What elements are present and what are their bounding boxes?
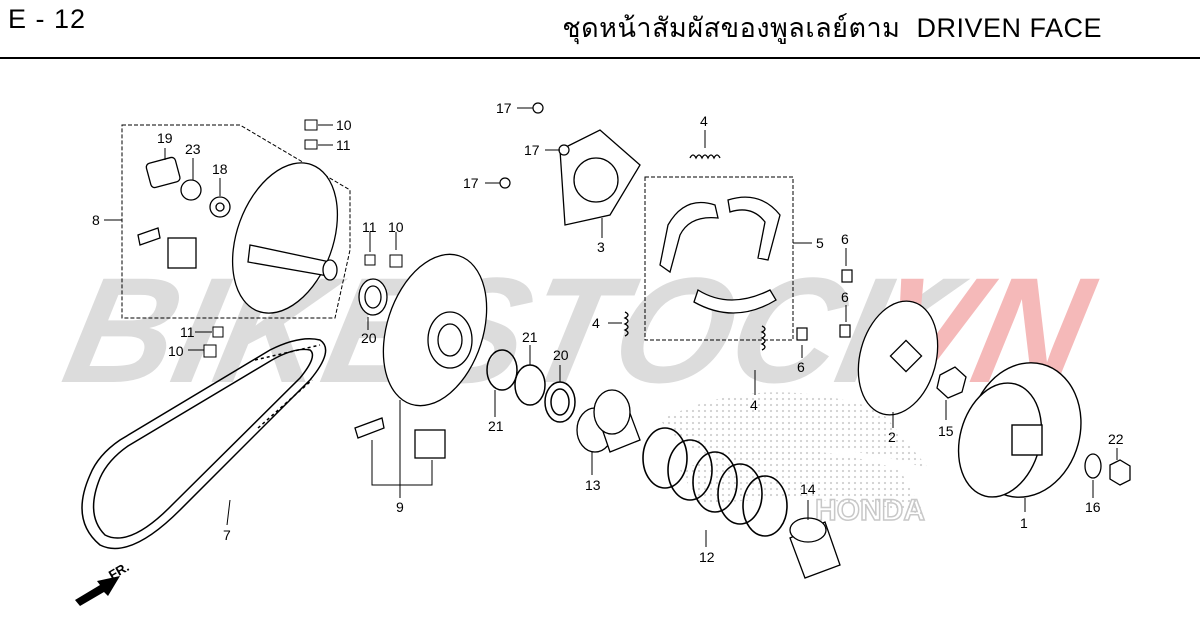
callout-10-mid: 10 bbox=[388, 219, 404, 235]
callout-10-top: 10 bbox=[336, 117, 352, 133]
clutch-outer bbox=[957, 362, 1082, 498]
callout-6-low: 6 bbox=[797, 359, 805, 375]
callout-20-right: 20 bbox=[553, 347, 569, 363]
callout-14: 14 bbox=[800, 481, 816, 497]
callout-12: 12 bbox=[699, 549, 715, 565]
callout-19: 19 bbox=[157, 130, 173, 146]
group-5-bracket bbox=[644, 176, 794, 341]
callout-22: 22 bbox=[1108, 431, 1124, 447]
spring bbox=[642, 427, 788, 537]
callout-6-mid: 6 bbox=[841, 289, 849, 305]
driven-face bbox=[354, 253, 488, 459]
honda-wordmark: HONDA bbox=[815, 494, 925, 527]
callout-17-mid: 17 bbox=[524, 142, 540, 158]
callout-6-top: 6 bbox=[841, 231, 849, 247]
callout-9: 9 bbox=[396, 499, 404, 515]
callout-8: 8 bbox=[92, 212, 100, 228]
clutch-shoes bbox=[659, 196, 781, 314]
callout-2: 2 bbox=[888, 429, 896, 445]
callout-20-left: 20 bbox=[361, 330, 377, 346]
callout-13: 13 bbox=[585, 477, 601, 493]
header-rule bbox=[0, 57, 1200, 59]
honda-wing-mark: HONDA bbox=[660, 392, 930, 528]
clutch-plate-3 bbox=[559, 129, 641, 226]
callout-1: 1 bbox=[1020, 515, 1028, 531]
callout-17-top: 17 bbox=[496, 100, 512, 116]
callout-11-low: 11 bbox=[180, 324, 195, 340]
front-direction-arrow: FR. bbox=[75, 559, 132, 606]
callout-numbers: 1 2 3 4 4 4 5 6 6 6 7 8 9 10 10 10 11 11… bbox=[92, 100, 1124, 565]
collar bbox=[576, 389, 641, 453]
drive-belt bbox=[81, 338, 327, 550]
title-thai: ชุดหน้าสัมผัสของพูลเลย์ตาม bbox=[562, 13, 901, 43]
callout-3: 3 bbox=[597, 239, 605, 255]
seal-collar bbox=[789, 517, 841, 579]
callout-10-low: 10 bbox=[168, 343, 184, 359]
callout-16: 16 bbox=[1085, 499, 1101, 515]
washer-16 bbox=[1084, 453, 1102, 479]
drive-face-assembly bbox=[137, 156, 339, 314]
title-english: DRIVEN FACE bbox=[916, 13, 1102, 43]
page-title: ชุดหน้าสัมผัสของพูลเลย์ตาม DRIVEN FACE bbox=[562, 6, 1102, 49]
callout-21-high: 21 bbox=[522, 329, 538, 345]
callout-4-left: 4 bbox=[592, 315, 600, 331]
callout-11-mid: 11 bbox=[362, 219, 377, 235]
callout-4-bottom: 4 bbox=[750, 397, 758, 413]
callout-11-top: 11 bbox=[336, 137, 351, 153]
drive-plate bbox=[857, 300, 939, 416]
callout-21-low: 21 bbox=[488, 418, 504, 434]
callout-17-low: 17 bbox=[463, 175, 479, 191]
callout-4-top: 4 bbox=[700, 113, 708, 129]
callout-23: 23 bbox=[185, 141, 201, 157]
nut-15 bbox=[936, 366, 967, 399]
bolt-10-top bbox=[203, 119, 403, 358]
dampers-6 bbox=[796, 269, 853, 341]
group-8-bracket bbox=[121, 124, 351, 319]
nut-22 bbox=[1109, 459, 1131, 486]
callout-18: 18 bbox=[212, 161, 228, 177]
leader-lines bbox=[164, 107, 1118, 547]
springs-4 bbox=[623, 154, 766, 351]
callout-5: 5 bbox=[816, 235, 824, 251]
callout-15: 15 bbox=[938, 423, 954, 439]
page-code: E - 12 bbox=[8, 4, 87, 34]
callout-7: 7 bbox=[223, 527, 231, 543]
